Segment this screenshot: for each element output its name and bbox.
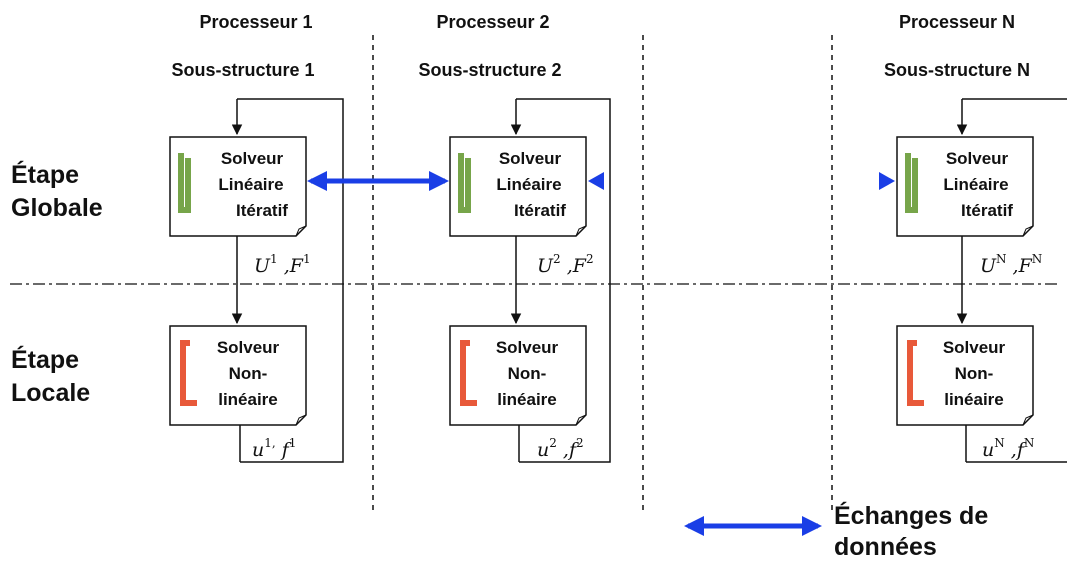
local-output-n: uN ,fN	[982, 436, 1034, 461]
loop-line-2	[516, 98, 611, 463]
column-n: Processeur N Sous-structure N Solveur Li…	[884, 12, 1067, 463]
iteration-loop-icon	[460, 340, 477, 406]
global-output-2: U2 ,F2	[537, 252, 594, 277]
local-solver-box-2	[449, 325, 587, 426]
exchange-arrow-2-n-head-right	[879, 172, 895, 190]
iteration-loop-icon	[458, 153, 471, 213]
global-box-2-line-1: Solveur	[499, 149, 562, 168]
global-solver-box-n	[896, 136, 1034, 237]
substructure-n-title: Sous-structure N	[884, 60, 1030, 80]
svg-text:UN ,FN: UN ,FN	[980, 252, 1042, 277]
substructure-2-title: Sous-structure 2	[418, 60, 561, 80]
global-box-1-line-2: Linéaire	[218, 175, 283, 194]
svg-text:U2 ,F2: U2 ,F2	[537, 252, 594, 277]
local-box-2-line-2: Non-	[508, 364, 547, 383]
local-box-n-line-3: linéaire	[944, 390, 1004, 409]
global-box-n-line-3: Itératif	[961, 201, 1013, 220]
box-corner-fold	[295, 414, 307, 426]
global-box-1-line-1: Solveur	[221, 149, 284, 168]
stage-global-label-1: Étape	[11, 160, 79, 189]
processor-1-title: Processeur 1	[199, 12, 312, 32]
exchange-arrow-2-n-head-left	[588, 172, 604, 190]
iteration-loop-icon	[178, 153, 191, 213]
box-corner-fold	[1022, 414, 1034, 426]
global-solver-box-1	[169, 136, 307, 237]
legend: Échanges de données	[684, 501, 988, 561]
box-corner-fold	[1022, 225, 1034, 237]
global-box-n-line-1: Solveur	[946, 149, 1009, 168]
iteration-loop-icon	[905, 153, 918, 213]
local-output-1: u1, f1	[252, 436, 296, 461]
local-output-2: u2 ,f2	[537, 436, 584, 461]
svg-text:u2 ,f2: u2 ,f2	[537, 436, 584, 461]
iteration-loop-icon	[907, 340, 924, 406]
global-solver-box-2	[449, 136, 587, 237]
local-box-1-line-1: Solveur	[217, 338, 280, 357]
iteration-loop-icon	[180, 340, 197, 406]
svg-text:uN ,fN: uN ,fN	[982, 436, 1034, 461]
global-box-n-line-2: Linéaire	[943, 175, 1008, 194]
svg-text:u1, f1: u1, f1	[252, 436, 296, 461]
global-box-2-line-2: Linéaire	[496, 175, 561, 194]
svg-text:U1 ,F1: U1 ,F1	[254, 252, 311, 277]
local-box-1-line-2: Non-	[229, 364, 268, 383]
stage-global-label-2: Globale	[11, 194, 103, 222]
local-box-n-line-1: Solveur	[943, 338, 1006, 357]
box-corner-fold	[575, 414, 587, 426]
global-box-2-line-3: Itératif	[514, 201, 566, 220]
stage-local-label-2: Locale	[11, 379, 90, 407]
local-box-n-line-2: Non-	[955, 364, 994, 383]
local-box-1-line-3: linéaire	[218, 390, 278, 409]
local-box-2-line-1: Solveur	[496, 338, 559, 357]
local-box-2-line-3: linéaire	[497, 390, 557, 409]
column-2: Processeur 2 Sous-structure 2 Solveur Li…	[418, 12, 611, 463]
local-solver-box-1	[169, 325, 307, 426]
column-1: Processeur 1 Sous-structure 1 Solveur Li…	[169, 12, 344, 463]
legend-label-line-1: Échanges de	[834, 501, 988, 530]
global-output-1: U1 ,F1	[254, 252, 311, 277]
global-box-1-line-3: Itératif	[236, 201, 288, 220]
loop-line-1	[237, 98, 344, 463]
substructure-1-title: Sous-structure 1	[171, 60, 314, 80]
local-solver-box-n	[896, 325, 1034, 426]
global-output-n: UN ,FN	[980, 252, 1042, 277]
legend-label-line-2: données	[834, 533, 937, 561]
box-corner-fold	[295, 225, 307, 237]
processor-2-title: Processeur 2	[436, 12, 549, 32]
processor-n-title: Processeur N	[899, 12, 1015, 32]
box-corner-fold	[575, 225, 587, 237]
stage-local-label-1: Étape	[11, 345, 79, 374]
